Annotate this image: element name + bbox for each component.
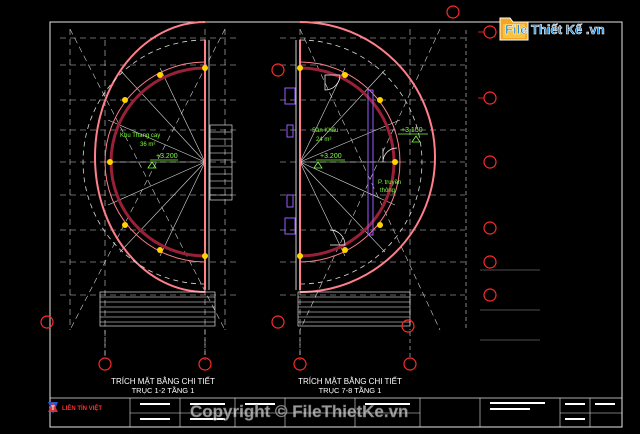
svg-text:T: T [51,406,55,412]
right-wall-panels [284,87,296,235]
right-side-label-1: P. truyền [378,180,401,186]
right-edge-axis-bubbles [446,5,497,330]
right-plan: Sân Khấu 24 m² +3.200 +3.150 P. truyền t… [271,21,465,395]
company-logo: T [48,402,58,414]
svg-text:+3.200: +3.200 [320,153,342,160]
company-name: LIÊN TÍN VIỆT [62,404,102,412]
right-caption-line1: TRÍCH MẶT BẰNG CHI TIẾT [298,376,402,386]
drawing-frame [49,21,623,428]
right-room-area: 24 m² [316,137,331,143]
right-room-label: Sân Khấu [312,128,338,134]
left-grid-lines [60,28,240,360]
left-level-mark: +3.200 [147,153,178,169]
left-caption-line2: TRỤC 1-2 TẦNG 1 [132,385,195,395]
title-block: T LIÊN TÍN VIỆT [48,397,622,427]
right-level-mark: +3.200 [313,153,345,169]
right-guide-arc [299,39,423,285]
left-columns [107,65,208,259]
folder-icon [499,17,529,41]
notes-column [480,269,540,341]
left-guide-arc [82,39,206,285]
right-level-mark-2: +3.150 [398,127,428,143]
right-outer-wall [299,21,436,293]
watermark-logo-text: File Thiết Kế .vn [505,22,605,37]
right-columns [297,65,398,259]
svg-text:+3.150: +3.150 [401,127,423,134]
left-front-steps [99,291,216,327]
left-room-label: Khu Thang cay [120,133,160,139]
left-axis-bubbles [40,315,212,371]
left-radial-lines [104,67,206,257]
left-plan: Khu Thang cay 36 m² +3.200 TRÍCH MẶT BẰN… [40,21,240,395]
right-doors [324,74,398,246]
left-caption-line1: TRÍCH MẶT BẰNG CHI TIẾT [111,376,215,386]
watermark-logo: File Thiết Kế .vn [499,17,605,41]
left-staircase [209,124,233,201]
left-room-area: 36 m² [140,142,155,148]
left-outer-wall [94,21,206,293]
right-radial-lines [299,67,401,257]
right-side-label-2: thông [380,188,395,194]
right-caption-line2: TRỤC 7-8 TẦNG 1 [319,385,382,395]
right-partition-wall [367,89,374,236]
svg-text:+3.200: +3.200 [156,153,178,160]
right-axis-bubbles [271,63,417,371]
right-front-steps [297,291,411,327]
copyright-watermark: Copyright © FileThietKe.vn [190,402,408,421]
